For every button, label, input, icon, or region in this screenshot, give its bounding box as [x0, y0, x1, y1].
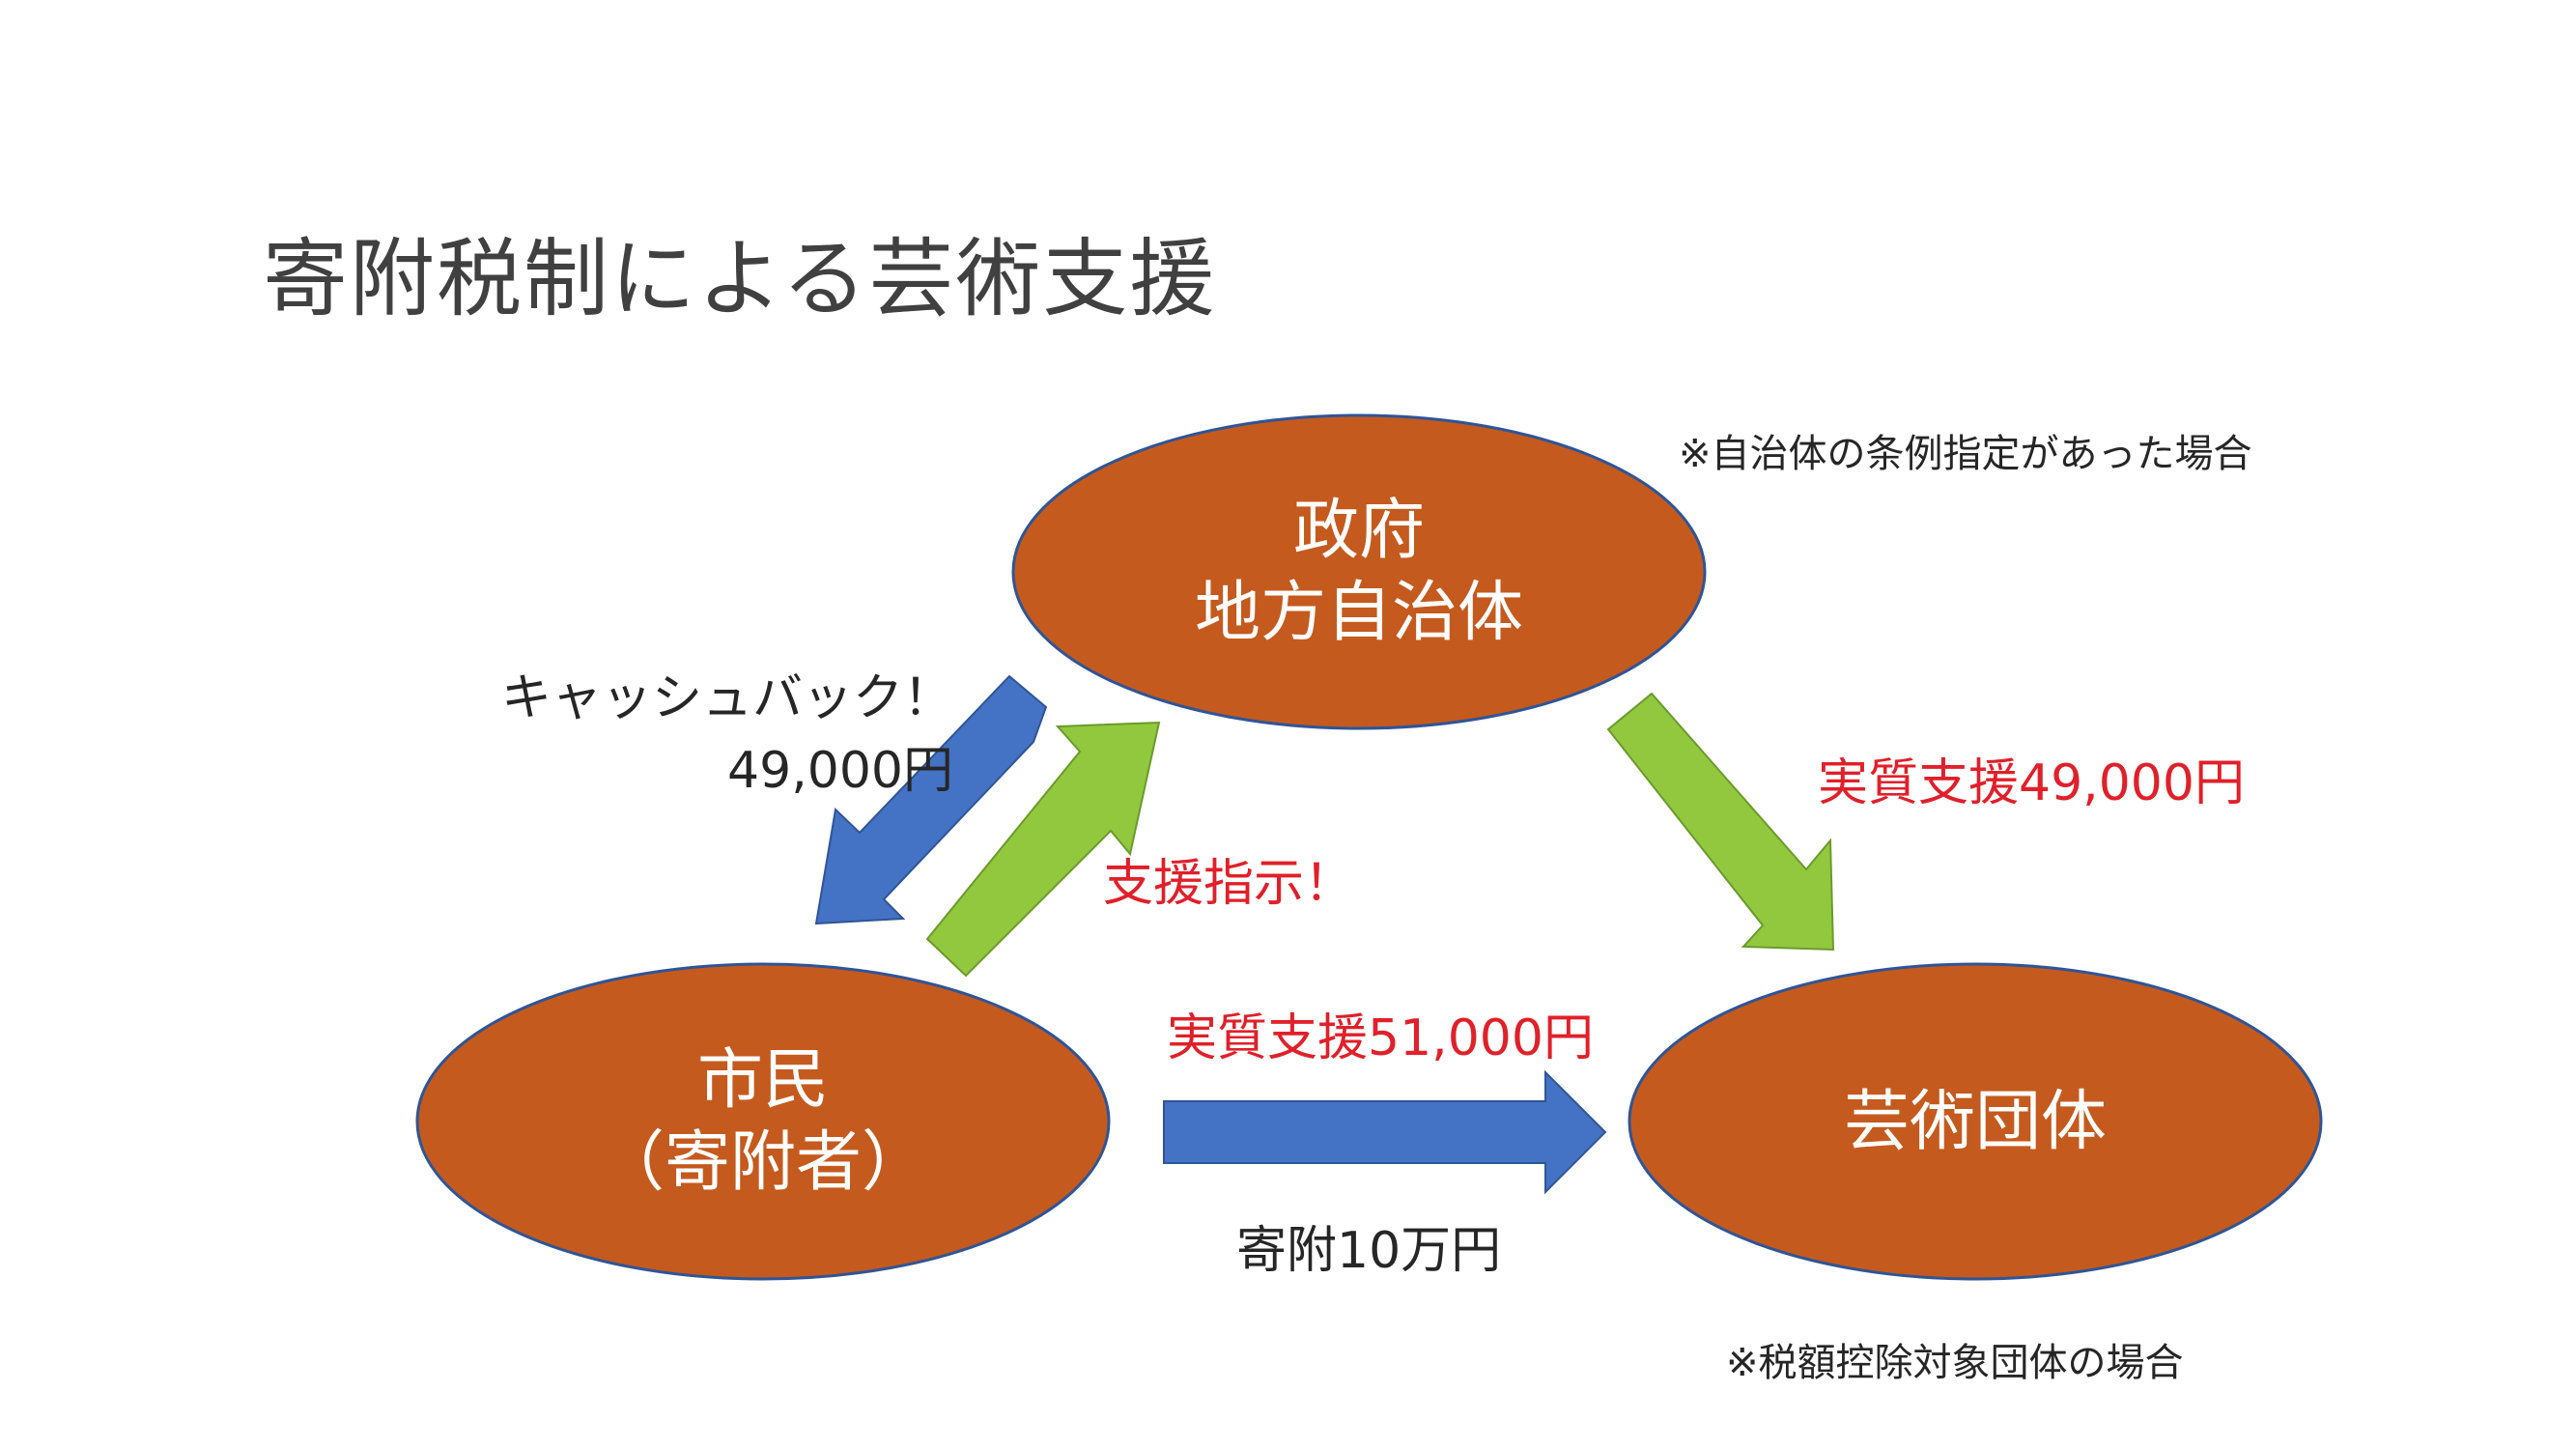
government-node: 政府 地方自治体: [1013, 415, 1705, 728]
support-instruction-label: 支援指示！: [1103, 855, 1355, 913]
cashback-title: キャッシュバック！: [500, 669, 953, 727]
donor-label: （寄附者）: [598, 1124, 927, 1201]
local-government-label: 地方自治体: [1194, 575, 1523, 651]
cashback-amount: 49,000円: [727, 742, 953, 801]
government-label: 政府: [1292, 493, 1425, 569]
donation-amount-label: 寄附10万円: [1236, 1222, 1502, 1280]
municipality-note: ※自治体の条例指定があった場合: [1679, 432, 2252, 476]
tax-deduction-note: ※税額控除対象団体の場合: [1726, 1341, 2184, 1385]
arts-group-label: 芸術団体: [1843, 1083, 2107, 1160]
cashback-arrow: [814, 674, 1048, 925]
slide-title: 寄附税制による芸術支援: [263, 229, 1217, 328]
arts-group-node: 芸術団体: [1629, 964, 2321, 1279]
citizen-support-amount-label: 実質支援51,000円: [1167, 1009, 1594, 1067]
gov-support-arrow: [1606, 692, 1835, 952]
government-ellipse: [1011, 413, 1707, 730]
gov-support-amount-label: 実質支援49,000円: [1818, 754, 2245, 812]
citizen-label: 市民: [696, 1042, 829, 1119]
donation-arrow: [1163, 1069, 1607, 1195]
citizen-node: 市民 （寄附者）: [417, 964, 1109, 1279]
support-instruction-arrow: [925, 721, 1161, 978]
cashback-label: キャッシュバック！ 49,000円: [501, 663, 953, 809]
arts-group-ellipse: [1628, 962, 2323, 1281]
citizen-ellipse: [415, 962, 1111, 1281]
